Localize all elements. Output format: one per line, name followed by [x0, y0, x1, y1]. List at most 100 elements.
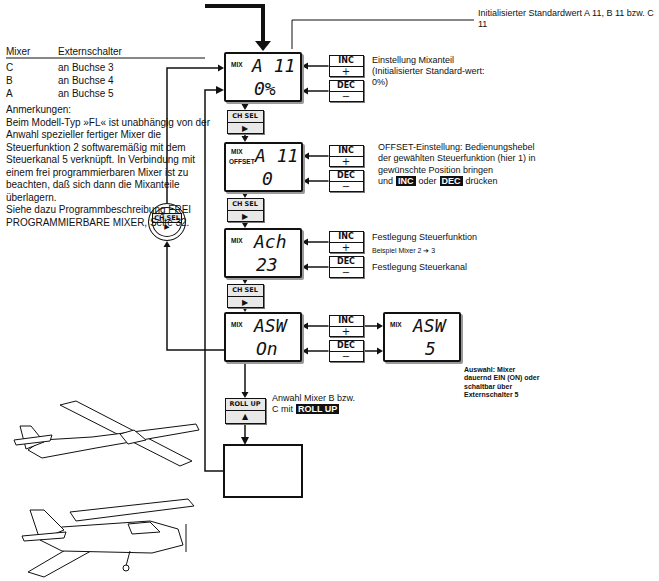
lcd-display: MIXAch23 [224, 228, 302, 278]
key-label: INC [330, 232, 363, 243]
connector [242, 102, 249, 110]
select-key: CH SEL▶ [227, 284, 264, 308]
lcd-display: MIXA 110% [224, 52, 302, 102]
label: Mixer [6, 46, 30, 58]
entry-arrowhead [255, 41, 271, 51]
select-key: ROLL UP▲ [225, 398, 266, 424]
glider-fuselage [28, 424, 199, 458]
glider-tailplane [14, 435, 52, 445]
label-group: Anwahl Mixer B bzw. C mitROLL UP [272, 393, 364, 416]
connector-line [307, 350, 329, 352]
note-text: Festlegung Steuerkanal [372, 262, 467, 272]
label: Beispiel Mixer 2 ➔ 3 [372, 247, 512, 255]
key-label: INC [330, 316, 363, 327]
label: C [6, 62, 13, 74]
key-label: ROLL UP [226, 399, 265, 411]
display-tag: MIX [390, 322, 402, 329]
key-label: DEC [330, 257, 363, 268]
empty-display [224, 445, 302, 497]
key-button: INC+ [329, 231, 364, 253]
note-text: Beim Modell-Typ »FL« ist unabhängig von … [6, 117, 214, 205]
cessna-tailplane [22, 532, 66, 541]
label: Festlegung Steuerfunktion [372, 232, 512, 243]
connector-line [307, 241, 329, 243]
connector [364, 323, 384, 330]
key-label: CH SEL [228, 111, 263, 123]
label: Festlegung Steuerkanal [372, 262, 512, 273]
note-text: B [6, 75, 13, 86]
display-value: A 11 [252, 57, 295, 75]
display-value: 0% [254, 80, 276, 98]
connector-line [307, 266, 329, 268]
connector-line [167, 246, 224, 350]
arrowhead [164, 241, 171, 247]
key-symbol: − [330, 352, 363, 362]
label: an Buchse 4 [58, 75, 114, 87]
connector-line [307, 65, 329, 67]
display-tag: MIX [231, 322, 243, 329]
display-value: A 11 [255, 147, 298, 165]
label: A [6, 88, 13, 100]
note-text: Mixer [6, 46, 30, 57]
note-text: C [6, 62, 13, 73]
note-text: Beispiel Mixer 2 ➔ 3 [372, 247, 435, 254]
key-symbol: − [330, 268, 363, 278]
key-button: INC+ [329, 145, 364, 167]
key-symbol: + [330, 243, 363, 253]
key-label: CH SEL [228, 285, 263, 297]
connector [164, 241, 225, 350]
key-symbol: + [330, 67, 363, 77]
lcd-display: MIX ASW 5 [383, 312, 461, 362]
key-symbol: + [330, 157, 363, 167]
key-button: INC+ [329, 315, 364, 337]
display-value: ASW [413, 317, 446, 335]
return-arrowhead [216, 86, 224, 94]
key-symbol: − [330, 92, 363, 102]
glider-canopy [120, 430, 146, 444]
cessna-window [128, 522, 160, 534]
key-symbol: + [330, 327, 363, 337]
key-button: DEC− [329, 80, 364, 102]
connector [242, 362, 249, 398]
key-symbol: ▶ [228, 123, 263, 134]
display-value: ASW [254, 317, 287, 335]
display-value: On [256, 340, 278, 358]
key-label: CH SEL [228, 199, 263, 211]
key-label: DEC [330, 171, 363, 182]
select-key: CH SEL▶ [227, 198, 264, 222]
key-label: DEC [330, 341, 363, 352]
label: Initialisierter Standardwert A 11, B 11 … [478, 8, 654, 30]
connector-line [364, 325, 379, 327]
label: an Buchse 5 [58, 88, 114, 100]
cessna-illustration [22, 499, 194, 577]
label-group: Anmerkungen:Beim Modell-Typ »FL« ist una… [6, 104, 214, 229]
arrowhead [303, 178, 309, 185]
key-button: DEC− [329, 256, 364, 278]
connector [302, 63, 329, 70]
glider-illustration [14, 401, 199, 466]
note-text: Siehe dazu Programmbeschreibung FREI PRO… [6, 204, 214, 229]
key-symbol: ▶ [228, 297, 263, 308]
rollup-arrow [244, 424, 246, 438]
arrowhead [302, 88, 308, 95]
display-value: Ach [254, 233, 287, 251]
connector-line [308, 180, 329, 182]
label: an Buchse 3 [58, 62, 114, 74]
select-key: CH SEL▶ [227, 110, 264, 134]
cessna-gear [126, 551, 130, 566]
display-value: 5 [425, 340, 436, 358]
key-label: INC [330, 146, 363, 157]
key-symbol: − [330, 182, 363, 192]
note-text: A [6, 88, 13, 99]
label-group: OFFSET-Einstellung: Bedienungshebel der … [378, 142, 542, 187]
return-line [205, 90, 224, 471]
note-text: INC [396, 176, 416, 186]
note-text: an Buchse 3 [58, 62, 114, 73]
cessna-propeller [186, 524, 187, 552]
note-text: Initialisierter Standardwert A 11, B 11 … [478, 8, 654, 29]
entry-arrow [205, 6, 263, 42]
connector [302, 88, 329, 95]
arrowhead [302, 323, 308, 330]
connector [364, 348, 384, 355]
note-text: Externschalter [58, 46, 122, 57]
